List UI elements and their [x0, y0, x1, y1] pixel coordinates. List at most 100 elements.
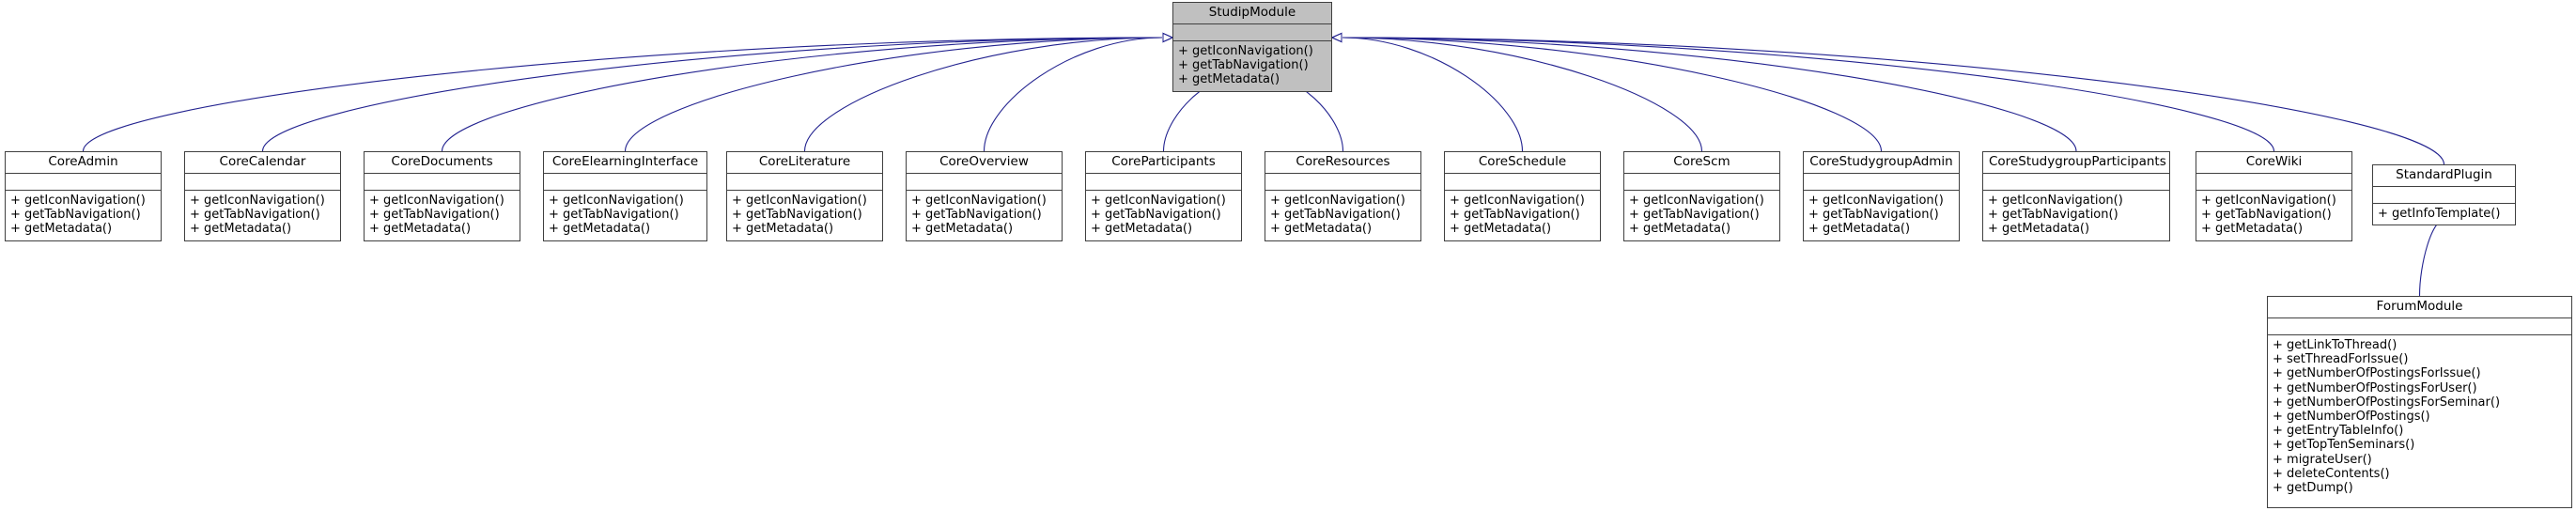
uml-operation: + getNumberOfPostings()	[2273, 410, 2430, 425]
uml-operation: + getInfoTemplate()	[2378, 207, 2501, 221]
uml-class-core-elearning-interface[interactable]: CoreElearningInterface + getIconNavigatio…	[543, 151, 707, 241]
uml-class-forum-module[interactable]: ForumModule + getLinkToThread()+ setThrea…	[2267, 296, 2572, 508]
uml-class-name: CoreDocuments	[365, 152, 520, 174]
uml-operation: + getNumberOfPostingsForSeminar()	[2273, 395, 2501, 410]
uml-operations-compartment: + getIconNavigation()+ getTabNavigation(…	[1086, 191, 1241, 240]
uml-operation: + getIconNavigation()	[549, 194, 684, 208]
uml-attributes-compartment	[2196, 174, 2351, 191]
uml-class-name: CoreStudygroupParticipants	[1983, 152, 2169, 174]
uml-operation: + getMetadata()	[911, 222, 1014, 237]
uml-operation: + getTabNavigation()	[2201, 208, 2332, 223]
uml-attributes-compartment	[1445, 174, 1600, 191]
uml-operation: + getTabNavigation()	[369, 208, 500, 223]
uml-operation: + getTabNavigation()	[1270, 208, 1401, 223]
uml-operation: + getIconNavigation()	[369, 194, 504, 208]
uml-operations-compartment: + getIconNavigation()+ getTabNavigation(…	[1445, 191, 1600, 240]
uml-operation: + getMetadata()	[1450, 222, 1552, 237]
uml-class-standard-plugin[interactable]: StandardPlugin + getInfoTemplate()	[2372, 164, 2516, 226]
uml-attributes-compartment	[1173, 24, 1331, 41]
uml-operation: + getIconNavigation()	[2201, 194, 2336, 208]
uml-operation: + getTabNavigation()	[911, 208, 1042, 223]
uml-operation: + getTopTenSeminars()	[2273, 438, 2415, 453]
uml-class-core-resources[interactable]: CoreResources + getIconNavigation()+ getT…	[1265, 151, 1421, 241]
uml-operations-compartment: + getIconNavigation()+ getTabNavigation(…	[365, 191, 520, 240]
uml-operation: + getEntryTableInfo()	[2273, 424, 2404, 439]
uml-class-core-wiki[interactable]: CoreWiki + getIconNavigation()+ getTabNav…	[2196, 151, 2352, 241]
uml-operation: + getTabNavigation()	[549, 208, 679, 223]
uml-attributes-compartment	[2268, 318, 2571, 335]
uml-class-name: CoreStudygroupAdmin	[1804, 152, 1959, 174]
uml-operation: + getTabNavigation()	[1091, 208, 1221, 223]
uml-operation: + getIconNavigation()	[190, 194, 325, 208]
uml-attributes-compartment	[6, 174, 161, 191]
uml-operation: + getTabNavigation()	[1178, 58, 1309, 73]
uml-operation: + getTabNavigation()	[1808, 208, 1939, 223]
uml-operation: + getIconNavigation()	[1178, 44, 1313, 58]
uml-operations-compartment: + getIconNavigation()+ getTabNavigation(…	[907, 191, 1062, 240]
uml-operations-compartment: + getIconNavigation()+ getTabNavigation(…	[185, 191, 340, 240]
uml-operation: + getTabNavigation()	[732, 208, 862, 223]
uml-class-core-literature[interactable]: CoreLiterature+ getIconNavigation()+ get…	[726, 151, 883, 241]
uml-attributes-compartment	[1804, 174, 1959, 191]
uml-operations-compartment: + getIconNavigation()+ getTabNavigation(…	[1983, 191, 2169, 240]
uml-operation: + getLinkToThread()	[2273, 338, 2398, 352]
uml-class-name: ForumModule	[2268, 297, 2571, 318]
uml-attributes-compartment	[185, 174, 340, 191]
uml-class-name: CoreElearningInterface	[544, 152, 706, 174]
uml-class-name: CoreCalendar	[185, 152, 340, 174]
uml-class-core-documents[interactable]: CoreDocuments + getIconNavigation()+ getT…	[364, 151, 520, 241]
uml-operation: + migrateUser()	[2273, 452, 2372, 467]
uml-attributes-compartment	[907, 174, 1062, 191]
uml-operation: + getTabNavigation()	[1629, 208, 1760, 223]
uml-attributes-compartment	[544, 174, 706, 191]
uml-class-name: CoreWiki	[2196, 152, 2351, 174]
uml-attributes-compartment	[365, 174, 520, 191]
uml-operation: + getIconNavigation()	[911, 194, 1047, 208]
uml-class-core-participants[interactable]: CoreParticipants + getIconNavigation()+ g…	[1085, 151, 1242, 241]
uml-operation: + getTabNavigation()	[1450, 208, 1580, 223]
uml-operations-compartment: + getIconNavigation()+ getTabNavigation(…	[2196, 191, 2351, 240]
uml-class-core-admin[interactable]: CoreAdmin+ getIconNavigation()+ getTabNa…	[5, 151, 162, 241]
uml-operations-compartment: + getIconNavigation()+ getTabNavigation(…	[1265, 191, 1420, 240]
uml-class-name: StandardPlugin	[2373, 165, 2515, 187]
uml-class-studip-module[interactable]: StudipModule + getIconNavigation()+ getTa…	[1172, 2, 1332, 92]
uml-operations-compartment: + getIconNavigation()+ getTabNavigation(…	[1804, 191, 1959, 240]
uml-operation: + getMetadata()	[1178, 72, 1280, 87]
uml-operation: + getIconNavigation()	[1091, 194, 1226, 208]
uml-operation: + getMetadata()	[1808, 222, 1911, 237]
uml-operation: + getTabNavigation()	[10, 208, 141, 223]
uml-operation: + getMetadata()	[732, 222, 834, 237]
uml-class-core-scm[interactable]: CoreScm+ getIconNavigation()+ getTabNavi…	[1623, 151, 1780, 241]
uml-operation: + setThreadForIssue()	[2273, 352, 2409, 367]
uml-class-core-schedule[interactable]: CoreSchedule + getIconNavigation()+ getTa…	[1444, 151, 1601, 241]
uml-operations-compartment: + getIconNavigation()+ getTabNavigation(…	[6, 191, 161, 240]
uml-class-name: CoreScm	[1624, 152, 1779, 174]
uml-attributes-compartment	[2373, 187, 2515, 204]
uml-operation: + getIconNavigation()	[1988, 194, 2123, 208]
uml-class-name: StudipModule	[1173, 3, 1331, 24]
uml-class-core-studygroup-admin[interactable]: CoreStudygroupAdmin + getIconNavigation()…	[1803, 151, 1960, 241]
uml-operation: + getMetadata()	[549, 222, 651, 237]
uml-attributes-compartment	[1265, 174, 1420, 191]
uml-operation: + getIconNavigation()	[1450, 194, 1585, 208]
uml-class-name: CoreResources	[1265, 152, 1420, 174]
uml-operation: + getMetadata()	[1988, 222, 2090, 237]
uml-class-core-calendar[interactable]: CoreCalendar + getIconNavigation()+ getTa…	[184, 151, 341, 241]
uml-operation: + getMetadata()	[10, 222, 113, 237]
uml-operations-compartment: + getInfoTemplate()	[2373, 204, 2515, 225]
uml-operations-compartment: + getIconNavigation()+ getTabNavigation(…	[544, 191, 706, 240]
uml-operation: + getIconNavigation()	[10, 194, 146, 208]
uml-class-core-overview[interactable]: CoreOverview + getIconNavigation()+ getTa…	[906, 151, 1063, 241]
uml-class-core-studygroup-participants[interactable]: CoreStudygroupParticipants + getIconNavig…	[1982, 151, 2170, 241]
uml-operation: + getDump()	[2273, 481, 2353, 496]
uml-attributes-compartment	[1086, 174, 1241, 191]
uml-operation: + getTabNavigation()	[1988, 208, 2118, 223]
uml-operations-compartment: + getLinkToThread()+ setThreadForIssue()…	[2268, 335, 2571, 499]
uml-operation: + getMetadata()	[369, 222, 472, 237]
uml-class-name: CoreParticipants	[1086, 152, 1241, 174]
uml-class-name: CoreLiterature	[727, 152, 882, 174]
uml-class-name: CoreOverview	[907, 152, 1062, 174]
uml-class-name: CoreSchedule	[1445, 152, 1600, 174]
uml-operation: + getIconNavigation()	[1808, 194, 1944, 208]
